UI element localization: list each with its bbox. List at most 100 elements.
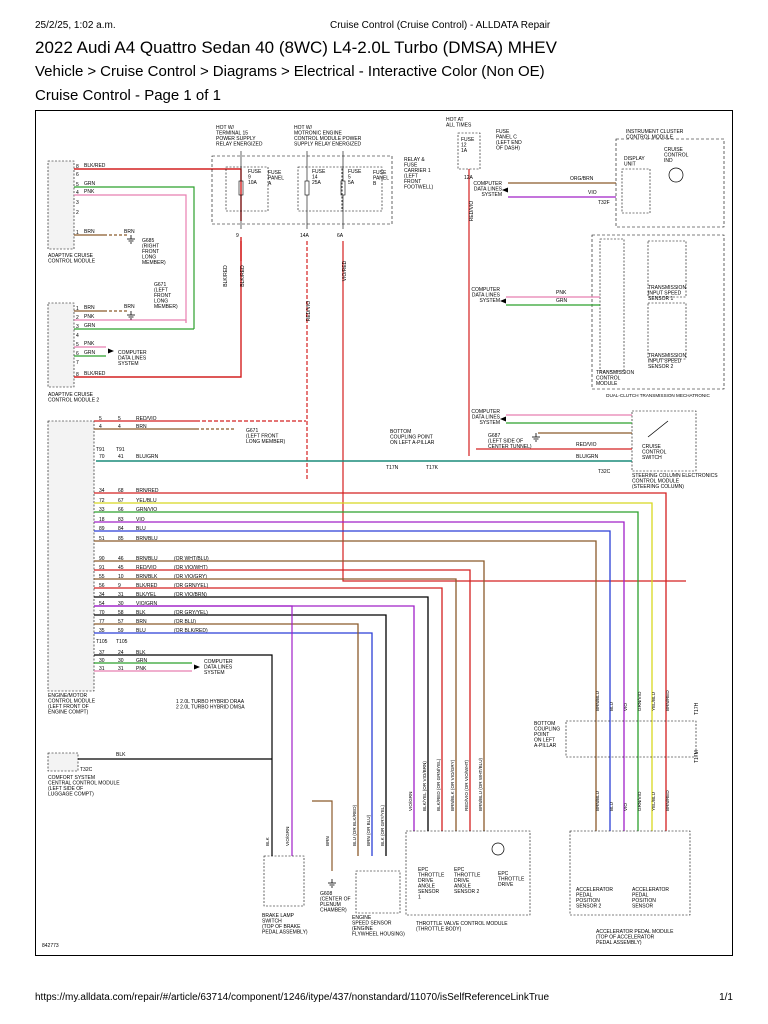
pedal-sensor-2-label: PEDAL xyxy=(576,893,593,899)
connector-pin-label: 4 xyxy=(76,333,79,339)
pedal-sensor-1-label: POSITION xyxy=(632,898,656,904)
connector-pin-label: 2 xyxy=(76,210,79,216)
wire-pedal-4 xyxy=(94,502,653,831)
ground-g685-label: G685 xyxy=(142,238,154,244)
ground-g685-label: MEMBER) xyxy=(142,260,166,266)
wire-color-label: BRN xyxy=(136,424,147,430)
ground-g685-label: LONG xyxy=(142,255,156,261)
engine-speed-sensor xyxy=(355,870,401,914)
wire-color-label: BLK/YEL xyxy=(136,592,157,598)
wire-color-label: BLK xyxy=(265,836,270,846)
connector-pin-label: 89 xyxy=(99,526,105,532)
breadcrumb-separator: > xyxy=(200,63,209,80)
fuse-panel-b-label: PANEL xyxy=(373,176,389,182)
brake-lamp-switch-label: PEDAL ASSEMBLY) xyxy=(262,930,308,936)
arrow-icon xyxy=(500,298,506,304)
breadcrumb-separator: > xyxy=(87,63,97,80)
computer-data-lines-label: SYSTEM xyxy=(118,361,139,367)
wire-blk-red xyxy=(74,241,242,378)
bottom-coupling-right xyxy=(565,720,697,758)
wire-alt-color-label: (OR VIO/WHT) xyxy=(174,565,208,571)
throttle-angle-sensor-2-label: EPC xyxy=(454,867,465,873)
engine-control-module-label: (LEFT FRONT OF xyxy=(48,704,89,710)
connector-pin-label: 5 xyxy=(118,416,121,422)
wire-pedal-1 xyxy=(94,530,611,831)
throttle-angle-sensor-1-label: EPC xyxy=(418,867,429,873)
cruise-indicator-icon xyxy=(668,167,684,183)
connector-label: T105 xyxy=(116,639,128,645)
adaptive-cruise-module-2-label: CONTROL MODULE 2 xyxy=(48,398,99,404)
steering-column-module-label: (STEERING COLUMN) xyxy=(632,484,684,490)
wire-color-label: RED/VIO (OR VIO/WHT) xyxy=(464,759,469,811)
connector-pin-label: 54 xyxy=(99,601,105,607)
breadcrumb-cruise-control[interactable]: Cruise Control xyxy=(100,63,197,80)
wire-color-label: VIO xyxy=(588,190,597,196)
connector-label: T32F xyxy=(598,200,610,206)
fuse-panel-c-label: (LEFT END xyxy=(496,140,522,146)
breadcrumb: Vehicle>Cruise Control>Diagrams>Electric… xyxy=(35,63,545,80)
wire-color-label: RED/VIO xyxy=(306,301,312,322)
throttle-angle-sensor-1-label: ANGLE xyxy=(418,884,436,890)
pedal-sensor-2-label: SENSOR 2 xyxy=(576,904,602,910)
wire-alt-color-label: (OR GRY/YEL) xyxy=(174,610,208,616)
wire-color-label: PNK xyxy=(84,314,95,320)
connector-label: T17M xyxy=(694,750,700,763)
fuse-14-label: FUSE xyxy=(312,169,326,175)
coupling-point-right-label: COUPLING xyxy=(534,727,560,733)
connector-pin-label: 5 xyxy=(76,182,79,188)
fuse-panel-c-label: OF DASH) xyxy=(496,146,520,152)
adaptive-cruise-module-2-label: ADAPTIVE CRUISE xyxy=(48,392,94,398)
wire-pnk xyxy=(74,194,187,323)
throttle-angle-sensor-2-label: DRIVE xyxy=(454,878,470,884)
breadcrumb-vehicle[interactable]: Vehicle xyxy=(35,63,84,80)
wire-color-label: RED/VIO xyxy=(136,565,157,571)
ground-g608-label: PLENUM xyxy=(320,902,341,908)
wire-color-label: BLU xyxy=(136,526,146,532)
input-speed-sensor-2-label: INPUT SPEED xyxy=(648,359,682,365)
arrow-icon xyxy=(108,348,114,354)
breadcrumb-electrical[interactable]: Electrical - Interactive Color (Non OE) xyxy=(293,63,545,80)
fuse-5-label: 5A xyxy=(348,180,355,186)
throttle-angle-sensor-1-label: THROTTLE xyxy=(418,873,445,879)
ground-g671-label: G671 xyxy=(154,282,166,288)
fuse-5-label: 5 xyxy=(348,175,351,181)
wire-color-label: BRN (OR BLU) xyxy=(366,814,371,846)
coupling-point-label: COUPLING POINT xyxy=(390,435,433,441)
vehicle-title: 2022 Audi A4 Quattro Sedan 40 (8WC) L4-2… xyxy=(35,38,557,57)
wire-color-label: BLK/RED (OR GRN/YEL) xyxy=(436,758,441,811)
wire-color-label: BRN xyxy=(325,836,330,846)
wire-grn xyxy=(74,186,195,329)
accelerator-pedal-module-label: (TOP OF ACCELERATOR xyxy=(596,935,655,941)
wire-color-label: GRN/VIO xyxy=(637,691,642,711)
wire-color-label: BLK/RED xyxy=(223,265,229,287)
computer-data-lines-label: DATA LINES xyxy=(472,415,501,421)
pedal-sensor-2-label: POSITION xyxy=(576,898,600,904)
power-hot-terminal15-label: POWER SUPPLY xyxy=(216,136,256,142)
power-hot-terminal15-label: HOT W/ xyxy=(216,125,235,131)
connector-pin-label: 8 xyxy=(76,164,79,170)
connector-pin-label: 3 xyxy=(76,324,79,330)
connector-pin-label: 68 xyxy=(118,488,124,494)
footer-url[interactable]: https://my.alldata.com/repair/#/article/… xyxy=(35,992,550,1003)
breadcrumb-diagrams[interactable]: Diagrams xyxy=(212,63,277,80)
computer-data-lines-label: COMPUTER xyxy=(204,659,233,665)
wire-speed-blk xyxy=(94,614,387,856)
accelerator-pedal-module xyxy=(569,830,691,916)
ground-g671-label: LONG MEMBER) xyxy=(246,439,286,445)
connector-pin-label: 6A xyxy=(337,233,344,239)
wire-color-label: VIO/GRN xyxy=(285,827,290,846)
wire-color-label: GRN xyxy=(84,323,96,329)
wire-color-label: PNK xyxy=(136,666,147,672)
connector-pin-label: 55 xyxy=(99,574,105,580)
coupling-point-right-label: ON LEFT xyxy=(534,738,555,744)
throttle-module-label: THROTTLE VALVE CONTROL MODULE xyxy=(416,921,508,927)
wire-color-label: BRN xyxy=(124,229,135,235)
wire-color-label: RED/VIO xyxy=(469,201,475,222)
wire-color-label: RED/VIO xyxy=(576,442,597,448)
relay-fuse-carrier-label: FUSE xyxy=(404,163,418,169)
adaptive-cruise-module-2 xyxy=(47,302,75,388)
wire-pedal-0 xyxy=(94,540,597,831)
wire-pnk xyxy=(74,319,187,323)
fuse-panel-b-label: B xyxy=(373,181,377,187)
